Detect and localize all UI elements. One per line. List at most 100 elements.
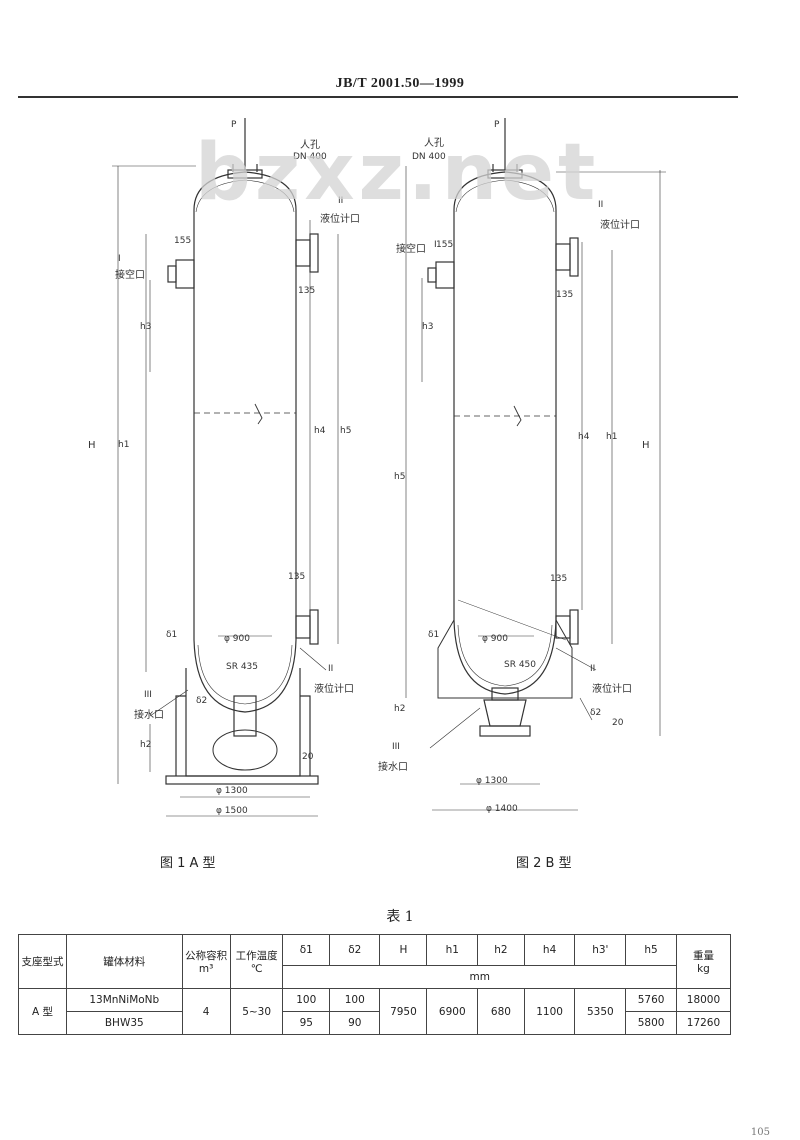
fig2-d135a: 135 [556,290,574,300]
fig1-sr: SR 435 [226,662,259,672]
fig2-manhole-label: 人孔 [424,138,444,149]
fig1-gauge-bottom-no: II [328,664,334,674]
header-temp: 工作温度℃ [229,934,284,989]
table-title: 表 1 [386,909,414,925]
header-H: H [379,934,428,966]
fig1-manhole-label: 人孔 [300,140,320,151]
fig1-phi900: φ 900 [224,634,250,644]
fig1-shell [193,171,297,640]
fig2-drain-no: III [392,742,400,752]
fig1-dia1500: φ 1500 [216,806,248,816]
cell-d1-2: 95 [282,1011,331,1035]
fig2-drain-label: 接水口 [378,762,408,773]
fig2-bottom-head [453,619,557,695]
fig1-top-mark: P [231,120,237,130]
fig2-gauge-top-label: 液位计口 [600,220,640,231]
fig1-h3: h3 [140,322,152,332]
fig1-caption: 图 1 A 型 [160,856,216,871]
cell-h1: 6900 [426,988,479,1035]
fig1-dia1300: φ 1300 [216,786,248,796]
page-header: JB/T 2001.50—1999 [335,76,465,91]
fig2-manhole-dn: DN 400 [412,152,446,162]
page-number: 105 [750,1127,770,1138]
fig1-base-ring [165,775,319,785]
fig2-h3: h3 [422,322,434,332]
header-material: 罐体材料 [66,934,183,989]
fig1-vent-no: I [118,254,121,264]
fig2-d135b: 135 [550,574,568,584]
fig1-vent-label: 接空口 [115,270,145,281]
header-rule [18,96,738,98]
header-d1: δ1 [282,934,331,966]
cell-h5-1: 5760 [625,988,677,1012]
fig2-phi900: φ 900 [482,634,508,644]
cell-temp: 5~30 [229,988,284,1035]
cell-H: 7950 [379,988,428,1035]
fig2-vent-label: 接空口 [396,244,426,255]
watermark: bzxz.net [195,128,600,218]
header-h1: h1 [426,934,479,966]
cell-volume: 4 [181,988,231,1035]
fig2-delta2: δ2 [590,708,602,718]
header-h4: h4 [523,934,576,966]
cell-h4: 1100 [523,988,576,1035]
cell-weight-1: 18000 [675,988,732,1012]
cell-weight-2: 17260 [675,1011,732,1035]
fig1-d135b: 135 [288,572,306,582]
fig1-delta1: δ1 [166,630,178,640]
fig2-dia1300: φ 1300 [476,776,508,786]
fig2-gauge-bottom-label: 液位计口 [592,684,632,695]
fig1-delta2: δ2 [196,696,208,706]
fig1-gauge-top-label: 液位计口 [320,214,360,225]
fig2-sr: SR 450 [504,660,537,670]
fig2-d155: 155 [436,240,454,250]
cell-h5-2: 5800 [625,1011,677,1035]
fig1-bottom-head [193,639,297,713]
header-h3: h3' [574,934,627,966]
fig2-caption: 图 2 B 型 [516,856,572,871]
cell-d2-2: 90 [329,1011,381,1035]
cell-material-2: BHW35 [66,1011,183,1035]
fig2-dia1400: φ 1400 [486,804,518,814]
header-d2: δ2 [329,934,381,966]
fig1-manhole-dn: DN 400 [293,152,327,162]
header-unit-mm: mm [282,965,677,989]
fig1-h2: h2 [140,740,152,750]
fig2-delta1: δ1 [428,630,440,640]
fig2-H: H [642,440,650,451]
figure-2-drawing [405,118,666,811]
fig2-h4: h4 [578,432,590,442]
cell-h3: 5350 [574,988,627,1035]
header-h5: h5 [625,934,677,966]
fig2-gauge-bottom-no: II [590,664,596,674]
fig1-H: H [88,440,96,451]
fig2-gauge-no: II [598,200,604,210]
fig1-h1: h1 [118,440,130,450]
cell-d2-1: 100 [329,988,381,1012]
fig2-vent-no: I [434,240,437,250]
fig1-dim20: 20 [302,752,314,762]
fig1-h4: h4 [314,426,326,436]
fig2-shell [453,171,557,620]
cell-d1-1: 100 [282,988,331,1012]
cell-material-1: 13MnNiMoNb [66,988,183,1012]
header-h2: h2 [477,934,525,966]
fig1-d135a: 135 [298,286,316,296]
header-support-type: 支座型式 [18,934,67,989]
fig2-h1: h1 [606,432,618,442]
fig2-top-mark: P [494,120,500,130]
fig1-h5: h5 [340,426,352,436]
fig1-gauge-bottom-label: 液位计口 [314,684,354,695]
cell-type: A 型 [18,988,67,1035]
cell-h2: 680 [477,988,525,1035]
fig1-d155: 155 [174,236,192,246]
fig1-drain-no: III [144,690,152,700]
fig2-dim20: 20 [612,718,624,728]
fig1-gauge-no: II [338,196,344,206]
fig2-h5-left: h5 [394,472,406,482]
fig2-h2: h2 [394,704,406,714]
figure-1-drawing [112,118,339,817]
